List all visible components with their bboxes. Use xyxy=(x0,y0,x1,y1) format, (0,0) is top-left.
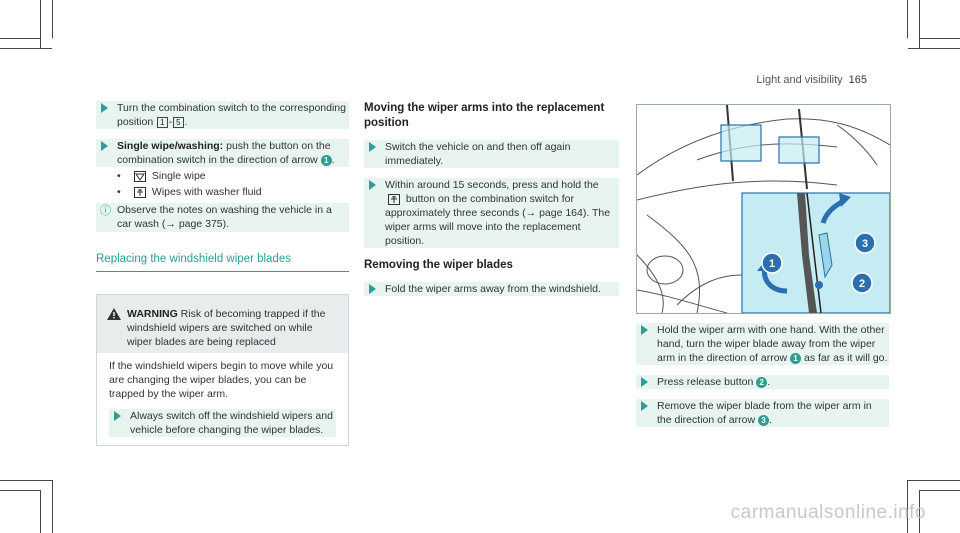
step-text: Remove the wiper blade from the wiper ar… xyxy=(657,400,872,427)
list-item: Wipes with washer fluid xyxy=(117,185,349,199)
car-illustration: 3 1 2 xyxy=(637,105,890,313)
warning-header: WARNING Risk of becoming trapped if the … xyxy=(97,294,348,354)
step-arrow-icon xyxy=(641,325,648,335)
callout-3: 3 xyxy=(757,415,769,427)
svg-text:1: 1 xyxy=(769,258,775,270)
step-text-cont: as far as it will go. xyxy=(803,352,888,365)
crop-mark xyxy=(908,48,960,49)
svg-text:3: 3 xyxy=(862,238,868,250)
step-label: Single wipe/washing: xyxy=(117,140,224,153)
warning-body-text: If the windshield wipers begin to move w… xyxy=(109,360,334,401)
single-wipe-icon xyxy=(134,170,146,182)
crop-mark xyxy=(0,480,52,481)
step-text-cont: button on the combination switch for app… xyxy=(385,193,611,248)
heading-removing-blades: Removing the wiper blades xyxy=(364,259,513,272)
note-text: Observe the notes on washing the vehicle… xyxy=(117,204,332,231)
crop-mark xyxy=(52,480,53,533)
step-text: Fold the wiper arms away from the windsh… xyxy=(385,282,601,295)
callout-1: 1 xyxy=(320,154,332,166)
warning-body: If the windshield wipers begin to move w… xyxy=(97,353,348,445)
crop-mark xyxy=(52,0,53,38)
info-icon: ⓘ xyxy=(100,205,111,218)
section-title: Replacing the windshield wiper blades xyxy=(96,252,349,272)
step-text: Switch the vehicle on and then off again… xyxy=(385,140,571,167)
page-number: 165 xyxy=(848,74,867,86)
step-arrow-icon xyxy=(369,179,376,190)
step-arrow-icon xyxy=(369,283,376,294)
wiper-blade-figure: 3 1 2 xyxy=(636,104,891,314)
step-text: Hold the wiper arm with one hand. With t… xyxy=(657,324,885,365)
crop-mark xyxy=(920,38,960,39)
figure-callout-1: 1 xyxy=(761,252,783,274)
warning-title-text: Risk of becoming trapped if the windshie… xyxy=(127,307,326,349)
position-key-1: 1 xyxy=(157,117,168,129)
step-end: . xyxy=(768,414,772,427)
list-item-text: Single wipe xyxy=(151,170,206,183)
step-hold-arm: Hold the wiper arm with one hand. With t… xyxy=(636,323,889,366)
middle-column: Moving the wiper arms into the replaceme… xyxy=(364,101,619,306)
page-header: Light and visibility 165 xyxy=(756,73,867,88)
warning-title: WARNING xyxy=(127,307,178,320)
step-remove-blade: Remove the wiper blade from the wiper ar… xyxy=(636,399,889,428)
washer-icon xyxy=(388,193,400,205)
step-press-hold: Within around 15 seconds, press and hold… xyxy=(364,177,619,249)
step-text: Always switch off the windshield wipers … xyxy=(130,410,333,437)
warning-box: WARNING Risk of becoming trapped if the … xyxy=(96,293,349,447)
step-arrow-icon xyxy=(641,377,648,388)
crop-mark xyxy=(919,490,920,533)
list-item: Single wipe xyxy=(117,169,349,183)
figure-callout-2: 2 xyxy=(851,272,873,294)
step-press-release: Press release button 2. xyxy=(636,375,889,390)
callout-1: 1 xyxy=(790,352,802,364)
warning-triangle-icon xyxy=(107,307,121,320)
watermark: carmanualsonline.info xyxy=(730,501,926,523)
step-text: Within around 15 seconds, press and hold… xyxy=(385,178,599,191)
step-fold-arms: Fold the wiper arms away from the windsh… xyxy=(364,281,619,296)
crop-mark xyxy=(908,480,960,481)
svg-text:2: 2 xyxy=(859,278,865,290)
step-arrow-icon xyxy=(641,401,648,412)
step-text: Press release button xyxy=(657,376,754,389)
step-arrow-icon xyxy=(101,103,108,113)
crop-mark xyxy=(0,48,52,49)
crop-mark xyxy=(907,0,908,38)
step-switch-vehicle: Switch the vehicle on and then off again… xyxy=(364,139,619,168)
step-single-wipe: Single wipe/washing: push the button on … xyxy=(96,139,349,168)
note: ⓘ Observe the notes on washing the vehic… xyxy=(96,203,349,232)
crop-mark xyxy=(0,38,40,39)
step-text: Turn the combination switch to the corre… xyxy=(117,102,346,129)
heading-replacement-position: Moving the wiper arms into the replaceme… xyxy=(364,102,605,130)
washer-icon xyxy=(134,187,146,199)
warning-step: Always switch off the windshield wipers … xyxy=(109,409,336,438)
callout-2: 2 xyxy=(756,376,768,388)
step-arrow-icon xyxy=(369,141,376,152)
step-arrow-icon xyxy=(114,411,121,422)
step-end: . xyxy=(184,116,188,129)
list-item-text: Wipes with washer fluid xyxy=(151,186,262,199)
step-text: push the button on the combination switc… xyxy=(117,140,331,167)
crop-mark xyxy=(907,480,908,533)
crop-mark xyxy=(920,490,960,491)
step-turn-switch: Turn the combination switch to the corre… xyxy=(96,101,349,130)
position-key-5: 5 xyxy=(173,117,184,129)
left-column: Turn the combination switch to the corre… xyxy=(96,101,349,447)
crop-mark xyxy=(919,0,920,48)
step-arrow-icon xyxy=(101,141,108,152)
step-end: . xyxy=(331,154,335,167)
crop-mark xyxy=(40,0,41,48)
right-column: Hold the wiper arm with one hand. With t… xyxy=(636,323,889,437)
figure-callout-3: 3 xyxy=(854,232,876,254)
crop-mark xyxy=(0,490,40,491)
step-end: . xyxy=(767,376,771,389)
key-separator: - xyxy=(168,116,173,129)
section-name: Light and visibility xyxy=(756,74,843,86)
crop-mark xyxy=(40,490,41,533)
wipe-options-list: Single wipe Wipes with washer fluid xyxy=(96,169,349,199)
